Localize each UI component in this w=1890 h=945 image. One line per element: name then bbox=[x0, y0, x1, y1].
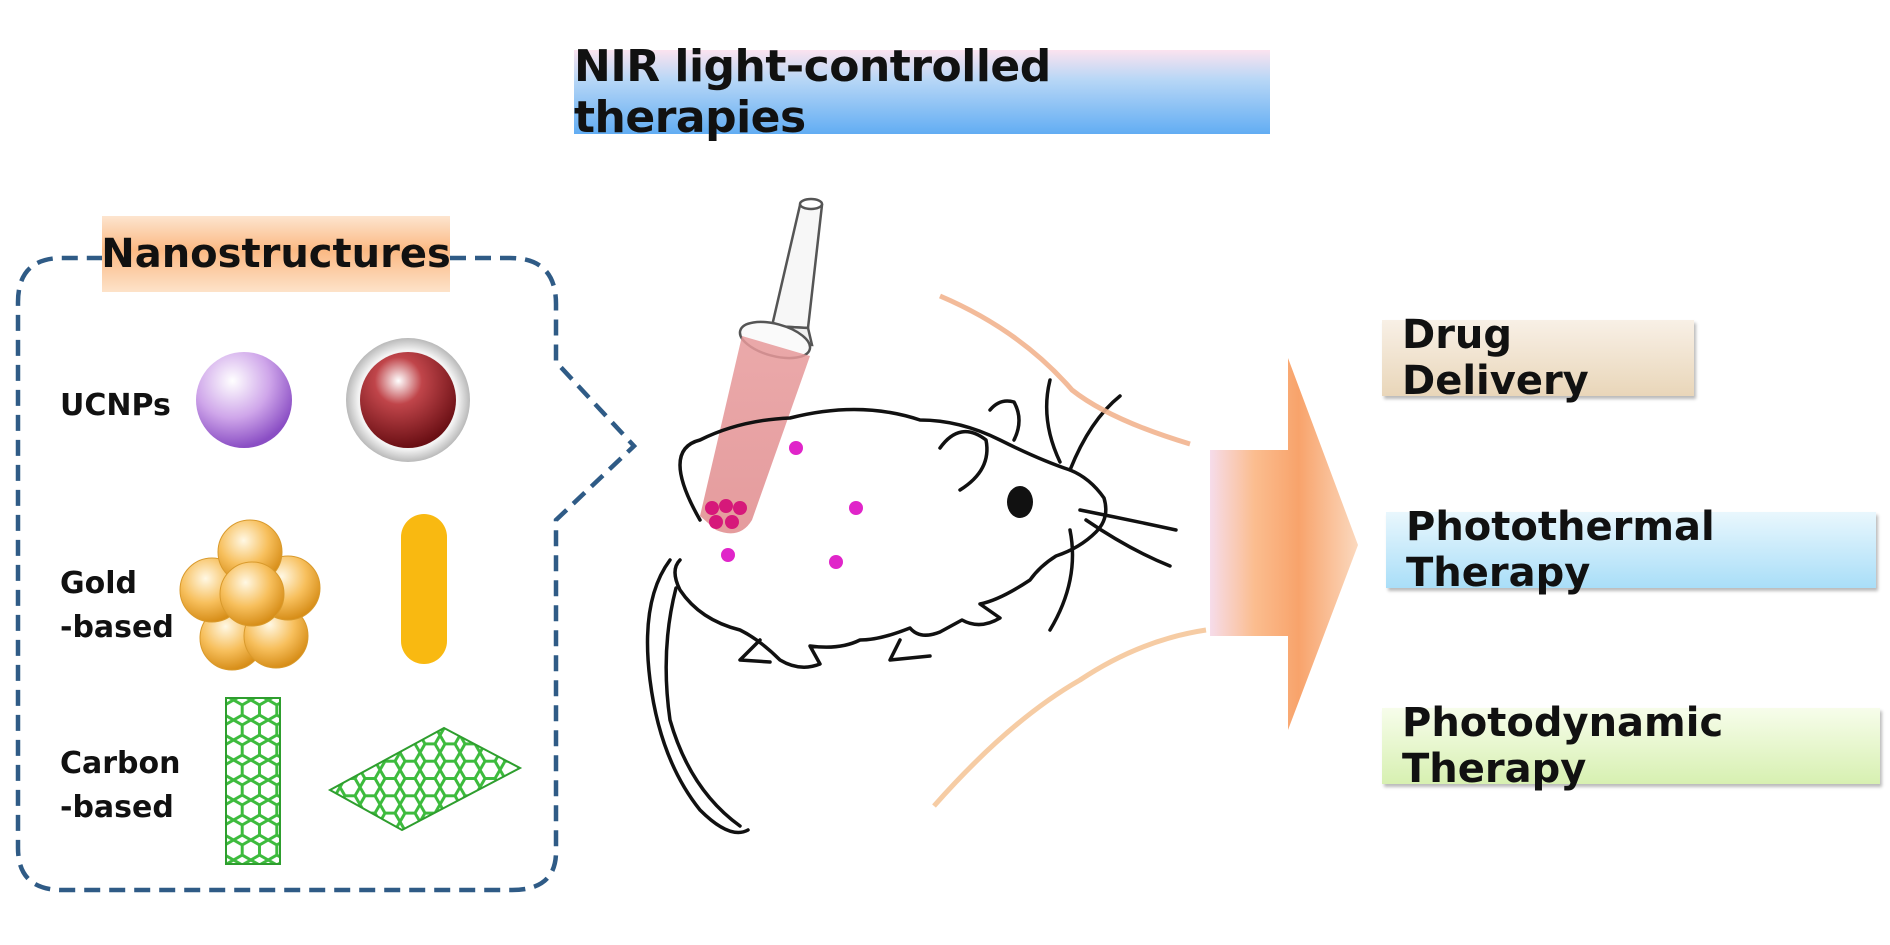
distributed-nanoparticles bbox=[721, 441, 863, 569]
ucnp-sphere-icon bbox=[196, 352, 292, 448]
nanostructures-heading: Nanostructures bbox=[101, 216, 451, 292]
tumor-nanoparticles bbox=[705, 499, 747, 529]
row-label-ucnps: UCNPs bbox=[60, 388, 171, 423]
mouse-illustration bbox=[645, 378, 1178, 835]
gold-nanocluster-icon bbox=[179, 519, 321, 671]
nir-light-beam bbox=[700, 336, 810, 534]
gold-nanorod-icon bbox=[401, 514, 447, 664]
mouse-eye bbox=[1007, 486, 1033, 518]
therapy-photothermal: Photothermal Therapy bbox=[1386, 504, 1876, 596]
emission-curve-top bbox=[939, 293, 1191, 447]
emission-curve-bottom bbox=[932, 627, 1207, 808]
output-arrow bbox=[1210, 358, 1358, 730]
graphene-sheet-icon bbox=[327, 726, 523, 832]
carbon-nanotube-icon bbox=[225, 697, 281, 865]
therapy-label: Photothermal Therapy bbox=[1406, 504, 1715, 596]
therapy-label: Photodynamic Therapy bbox=[1402, 700, 1724, 792]
row-label-gold-based: Gold -based bbox=[60, 566, 174, 645]
therapy-drug-delivery: Drug Delivery bbox=[1382, 312, 1694, 404]
therapy-label: Drug Delivery bbox=[1402, 312, 1589, 404]
diagram-title: NIR light-controlled therapies bbox=[574, 41, 1270, 143]
therapy-photodynamic: Photodynamic Therapy bbox=[1382, 700, 1880, 792]
row-label-carbon-based: Carbon -based bbox=[60, 746, 181, 825]
nanostructures-outline bbox=[15, 255, 638, 893]
